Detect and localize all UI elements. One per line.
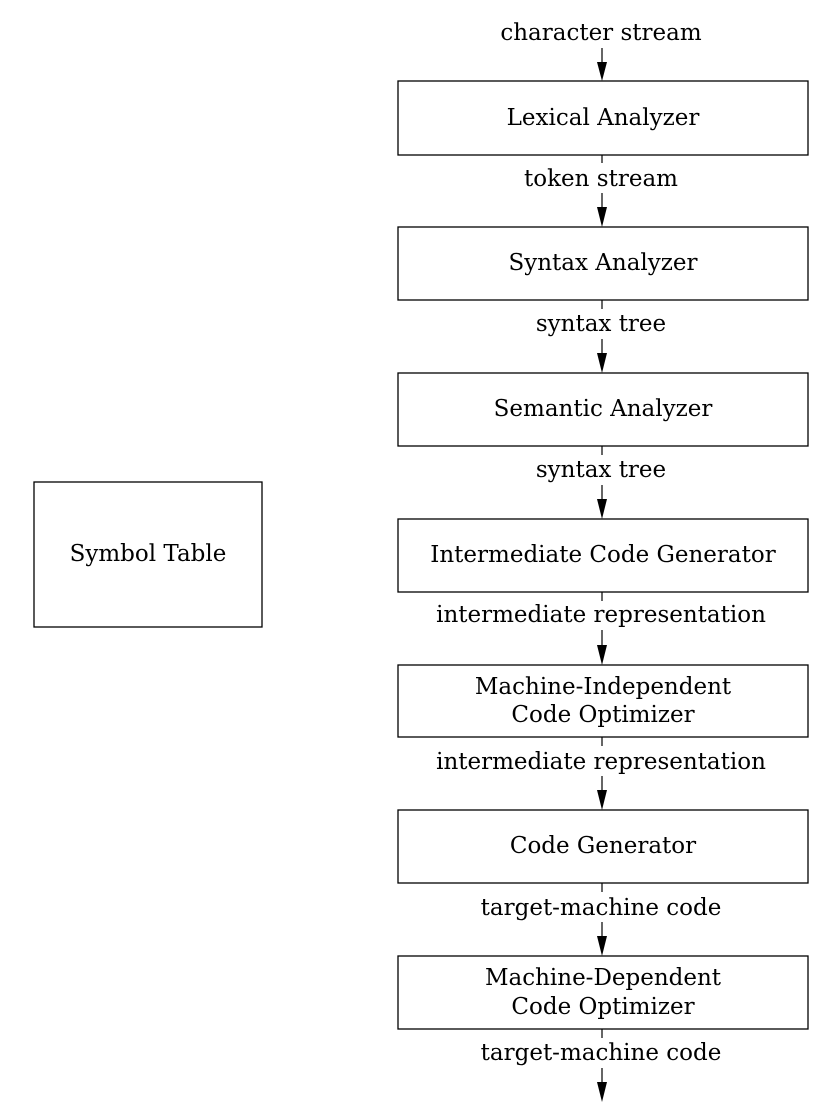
stream-label: character stream: [500, 20, 702, 46]
phase-lexical-analyzer: Lexical Analyzer: [397, 80, 809, 156]
arrows: [597, 48, 607, 1102]
arrow-1: [597, 155, 607, 227]
phase-intermediate-code-generator: Intermediate Code Generator: [397, 518, 809, 593]
symbol-table: Symbol Table: [33, 481, 263, 628]
stream-label: intermediate representation: [436, 602, 766, 628]
symbol-table-label: Symbol Table: [70, 541, 227, 567]
phase-label-line-1: Machine-Dependent: [485, 965, 722, 991]
arrow-7: [597, 1029, 607, 1102]
phase-box: [397, 955, 809, 1030]
phase-box: [397, 809, 809, 884]
phases: Lexical Analyzer Syntax Analyzer Semanti…: [397, 80, 809, 1030]
phase-machine-dependent-code-optimizer: Machine-Dependent Code Optimizer: [397, 955, 809, 1030]
arrow-4: [597, 592, 607, 665]
stream-label: token stream: [524, 166, 678, 192]
arrow-6: [597, 883, 607, 956]
arrow-5: [597, 737, 607, 810]
phase-box: [397, 372, 809, 447]
phase-label: Syntax Analyzer: [508, 250, 697, 276]
phase-semantic-analyzer: Semantic Analyzer: [397, 372, 809, 447]
phase-label: Semantic Analyzer: [494, 396, 713, 422]
arrow-3: [597, 446, 607, 519]
arrow-2: [597, 300, 607, 373]
stream-label: target-machine code: [481, 1040, 722, 1066]
stream-labels: character stream token stream syntax tre…: [436, 20, 766, 1066]
phase-box: [397, 80, 809, 156]
symbol-table-box: [33, 481, 263, 628]
arrow-0: [597, 48, 607, 81]
phase-label-line-2: Code Optimizer: [511, 702, 694, 728]
stream-label: intermediate representation: [436, 749, 766, 775]
phase-label: Intermediate Code Generator: [430, 542, 775, 568]
phase-label: Code Generator: [510, 833, 696, 859]
phase-label-line-2: Code Optimizer: [511, 994, 694, 1020]
phase-box: [397, 518, 809, 593]
phase-box: [397, 226, 809, 301]
stream-label: target-machine code: [481, 895, 722, 921]
phase-label: Lexical Analyzer: [507, 105, 700, 131]
phase-code-generator: Code Generator: [397, 809, 809, 884]
phase-syntax-analyzer: Syntax Analyzer: [397, 226, 809, 301]
stream-label: syntax tree: [536, 311, 666, 337]
phase-label-line-1: Machine-Independent: [475, 674, 732, 700]
stream-label: syntax tree: [536, 457, 666, 483]
phase-box: [397, 664, 809, 738]
phase-machine-independent-code-optimizer: Machine-Independent Code Optimizer: [397, 664, 809, 738]
